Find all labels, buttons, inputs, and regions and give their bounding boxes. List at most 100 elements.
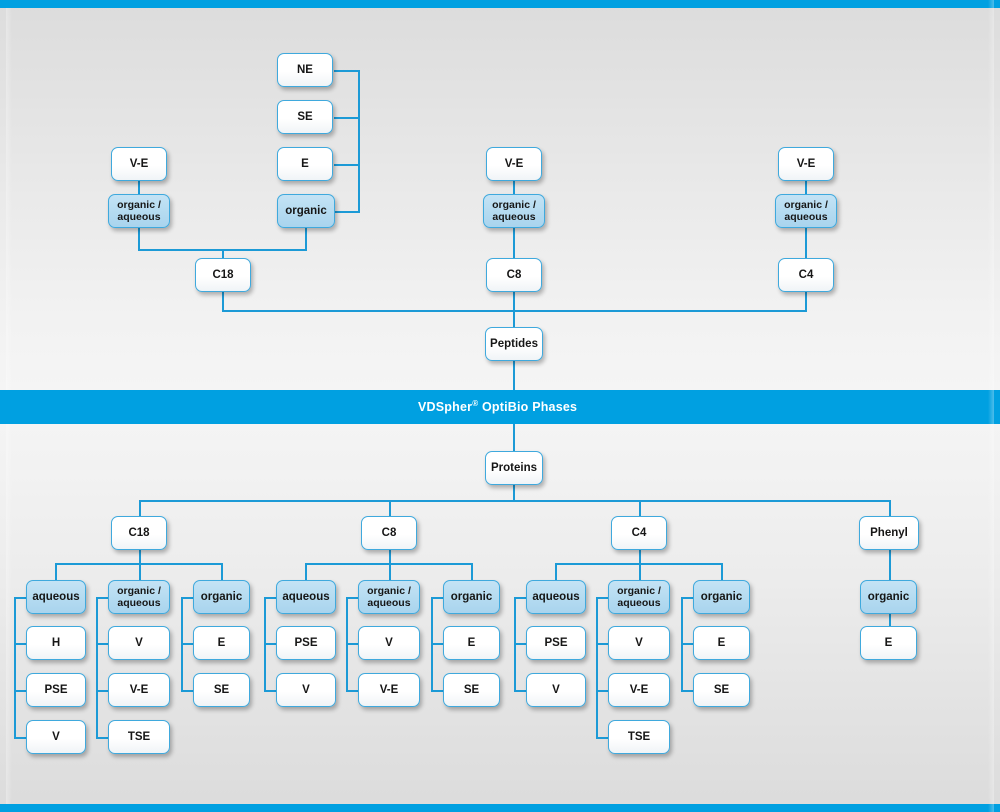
- group-c4-organic[interactable]: organic: [693, 580, 750, 614]
- group-c4-aqueous[interactable]: aqueous: [526, 580, 586, 614]
- node-c18-proteins[interactable]: C18: [111, 516, 167, 550]
- connector-c8-to-aqueous: [305, 563, 307, 580]
- group-c18-organic-aqueous[interactable]: organic / aqueous: [108, 580, 170, 614]
- connector-se: [334, 117, 360, 119]
- connector-c4-to-organic: [721, 563, 723, 580]
- spine-c18-oa: [96, 597, 98, 739]
- connector-c4-to-bus: [805, 292, 807, 311]
- connector-oa-c4-down: [805, 228, 807, 258]
- leaf-c8-or-se[interactable]: SE: [443, 673, 500, 707]
- connector-proteins-down: [513, 485, 515, 501]
- stub-c4-oa-head: [596, 597, 609, 599]
- leaf-c18-aq-pse[interactable]: PSE: [26, 673, 86, 707]
- node-c4-peptides[interactable]: C4: [778, 258, 834, 292]
- connector-bus-to-c8: [389, 500, 391, 516]
- stub-c18-aq-1: [14, 643, 27, 645]
- leaf-c4-oa-tse[interactable]: TSE: [608, 720, 670, 754]
- node-ne[interactable]: NE: [277, 53, 333, 87]
- leaf-c4-aq-pse[interactable]: PSE: [526, 626, 586, 660]
- connector-c8-to-organic: [471, 563, 473, 580]
- node-se[interactable]: SE: [277, 100, 333, 134]
- connector-c8-to-peptides: [513, 292, 515, 327]
- stub-c18-oa-2: [96, 690, 109, 692]
- node-organic-aqueous-peptides-c4[interactable]: organic / aqueous: [775, 194, 837, 228]
- group-c8-aqueous[interactable]: aqueous: [276, 580, 336, 614]
- node-c4-proteins[interactable]: C4: [611, 516, 667, 550]
- leaf-c8-oa-v[interactable]: V: [358, 626, 420, 660]
- connector-c8-to-oa: [389, 563, 391, 580]
- node-c8-peptides[interactable]: C8: [486, 258, 542, 292]
- connector-c4-to-oa: [639, 563, 641, 580]
- connector-ve-to-oa-c4: [805, 181, 807, 194]
- node-peptides[interactable]: Peptides: [485, 327, 543, 361]
- node-e[interactable]: E: [277, 147, 333, 181]
- leaf-c4-or-e[interactable]: E: [693, 626, 750, 660]
- stub-c18-aq-2: [14, 690, 27, 692]
- leaf-phenyl-or-e[interactable]: E: [860, 626, 917, 660]
- node-ve-peptides-c4[interactable]: V-E: [778, 147, 834, 181]
- stub-c8-or-head: [431, 597, 444, 599]
- stub-c4-or-2: [681, 690, 694, 692]
- leaf-c18-aq-v[interactable]: V: [26, 720, 86, 754]
- connector-bus-to-c4: [639, 500, 641, 516]
- leaf-c4-oa-v[interactable]: V: [608, 626, 670, 660]
- stub-c4-oa-3: [596, 737, 609, 739]
- stub-c18-oa-3: [96, 737, 109, 739]
- leaf-c4-aq-v[interactable]: V: [526, 673, 586, 707]
- connector-c18-to-organic: [221, 563, 223, 580]
- connector-c18-to-oa: [139, 563, 141, 580]
- leaf-c8-aq-pse[interactable]: PSE: [276, 626, 336, 660]
- node-organic-aqueous-peptides-c18[interactable]: organic / aqueous: [108, 194, 170, 228]
- leaf-c18-oa-ve[interactable]: V-E: [108, 673, 170, 707]
- connector-ne: [334, 70, 360, 72]
- connector-c4-to-aqueous: [555, 563, 557, 580]
- node-organic-peptides-c18[interactable]: organic: [277, 194, 335, 228]
- group-phenyl-organic[interactable]: organic: [860, 580, 917, 614]
- node-ve-peptides-c18[interactable]: V-E: [111, 147, 167, 181]
- group-c18-aqueous[interactable]: aqueous: [26, 580, 86, 614]
- leaf-c8-or-e[interactable]: E: [443, 626, 500, 660]
- stub-c4-oa-1: [596, 643, 609, 645]
- connector-oa-c18-down: [138, 228, 140, 250]
- connector-ve-to-oa-c8: [513, 181, 515, 194]
- group-c4-organic-aqueous[interactable]: organic / aqueous: [608, 580, 670, 614]
- stub-c4-aq-2: [514, 690, 527, 692]
- stub-c8-oa-1: [346, 643, 359, 645]
- stub-c18-or-head: [181, 597, 194, 599]
- stub-c18-oa-head: [96, 597, 109, 599]
- leaf-c18-or-se[interactable]: SE: [193, 673, 250, 707]
- connector-organic-c18-down: [305, 228, 307, 250]
- stub-c18-aq-3: [14, 737, 27, 739]
- leaf-c8-oa-ve[interactable]: V-E: [358, 673, 420, 707]
- connector-e: [334, 164, 360, 166]
- group-c8-organic[interactable]: organic: [443, 580, 500, 614]
- connector-c8-down: [389, 550, 391, 564]
- group-c18-organic[interactable]: organic: [193, 580, 250, 614]
- leaf-c18-oa-v[interactable]: V: [108, 626, 170, 660]
- group-c8-organic-aqueous[interactable]: organic / aqueous: [358, 580, 420, 614]
- node-phenyl-proteins[interactable]: Phenyl: [859, 516, 919, 550]
- connector-c18-to-bus: [222, 292, 224, 311]
- connector-bus-to-phenyl: [889, 500, 891, 516]
- connector-phenyl-organic-to-e: [889, 614, 891, 626]
- stub-c18-aqueous-head: [14, 597, 27, 599]
- leaf-c4-or-se[interactable]: SE: [693, 673, 750, 707]
- leaf-c8-aq-v[interactable]: V: [276, 673, 336, 707]
- bottom-accent-bar: [0, 804, 1000, 812]
- top-accent-bar: [0, 0, 1000, 8]
- connector-c4-down: [639, 550, 641, 564]
- connector-peptides-to-banner: [513, 361, 515, 391]
- leaf-c18-oa-tse[interactable]: TSE: [108, 720, 170, 754]
- node-c8-proteins[interactable]: C8: [361, 516, 417, 550]
- stub-c8-oa-2: [346, 690, 359, 692]
- connector-phenyl-to-organic: [889, 550, 891, 580]
- stub-c8-aq-head: [264, 597, 277, 599]
- node-proteins[interactable]: Proteins: [485, 451, 543, 485]
- node-organic-aqueous-peptides-c8[interactable]: organic / aqueous: [483, 194, 545, 228]
- node-c18-peptides[interactable]: C18: [195, 258, 251, 292]
- leaf-c18-or-e[interactable]: E: [193, 626, 250, 660]
- leaf-c18-aq-h[interactable]: H: [26, 626, 86, 660]
- node-ve-peptides-c8[interactable]: V-E: [486, 147, 542, 181]
- connector-oa-c8-down: [513, 228, 515, 258]
- leaf-c4-oa-ve[interactable]: V-E: [608, 673, 670, 707]
